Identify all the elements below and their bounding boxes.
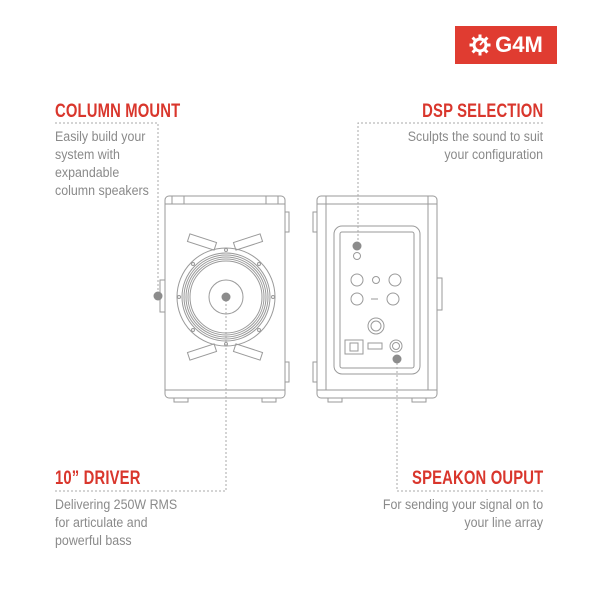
leader-dsp-selection [357, 122, 543, 246]
dsp-selection-title: DSP SELECTION [421, 101, 543, 122]
driver-title: 10” DRIVER [55, 468, 141, 489]
brand-name: G4M [495, 32, 543, 57]
description-line: column speakers [55, 183, 149, 198]
brand-logo: G4M [455, 26, 557, 64]
marker-column-mount [153, 291, 163, 301]
gear-gauge-icon [469, 34, 491, 56]
marker-speakon [392, 354, 402, 364]
speaker-rear-view [312, 195, 443, 403]
marker-dsp [352, 241, 362, 251]
description-line: your configuration [444, 147, 543, 162]
description-line: Easily build your [55, 129, 146, 144]
driver-description: Delivering 250W RMS for articulate and p… [55, 496, 177, 550]
description-line: powerful bass [55, 533, 132, 548]
speakon-output-description: For sending your signal on to your line … [383, 496, 543, 532]
description-line: expandable [55, 165, 120, 180]
column-mount-description: Easily build your system with expandable… [55, 128, 149, 200]
description-line: for articulate and [55, 515, 148, 530]
speaker-front-view [159, 195, 290, 403]
description-line: For sending your signal on to [382, 497, 543, 512]
description-line: system with [55, 147, 120, 162]
description-line: Sculpts the sound to suit [407, 129, 543, 144]
speakon-output-title: SPEAKON OUPUT [411, 468, 543, 489]
dsp-selection-description: Sculpts the sound to suit your configura… [408, 128, 543, 164]
marker-driver [221, 292, 231, 302]
column-mount-title: COLUMN MOUNT [55, 101, 181, 122]
leader-driver [55, 297, 227, 492]
leader-speakon [396, 359, 543, 492]
description-line: Delivering 250W RMS [55, 497, 178, 512]
description-line: your line array [464, 515, 543, 530]
